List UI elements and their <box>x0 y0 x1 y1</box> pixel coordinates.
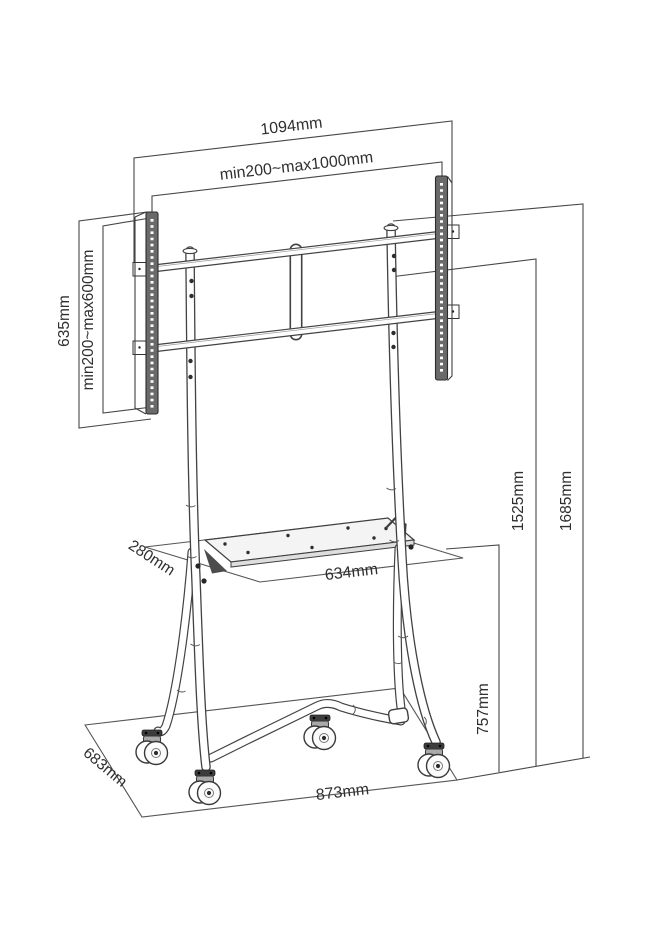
label-vesa-height: min200~max600mm <box>80 250 97 391</box>
base-junction-clamp <box>387 707 410 725</box>
label-base-depth: 683mm <box>80 744 131 790</box>
dim-baseline-ground <box>456 756 591 781</box>
base-reference-plane <box>84 687 458 818</box>
shelf-left-gusset <box>204 549 227 574</box>
shelf-mount-bolts <box>195 544 414 584</box>
casters <box>135 714 451 806</box>
dim-line-overall-height <box>392 203 584 758</box>
right-vesa-bracket <box>434 175 460 381</box>
label-shelf-width: 634mm <box>324 561 379 584</box>
label-mount-height: 1525mm <box>510 471 527 531</box>
left-vesa-bracket <box>132 211 159 415</box>
label-overall-width: 1094mm <box>260 115 324 139</box>
columns <box>176 223 441 772</box>
label-overall-height: 1685mm <box>558 471 575 531</box>
label-shelf-height: 757mm <box>475 683 492 735</box>
shelf <box>203 517 416 574</box>
caster-front-left <box>188 769 222 806</box>
caster-rear-right <box>303 714 337 751</box>
crossbar-assembly <box>132 175 460 415</box>
label-base-width: 873mm <box>315 781 370 804</box>
right-bracket-side-flange <box>447 176 453 381</box>
right-column-cap <box>383 224 399 232</box>
caster-front-right <box>417 742 451 779</box>
tube-joint-marks <box>176 487 427 727</box>
dim-line-bracket-height <box>78 211 152 429</box>
column-bolt-holes <box>188 253 397 380</box>
dim-line-shelf-height <box>445 544 500 772</box>
shelf-screw-holes <box>223 526 388 555</box>
label-bracket-height: 635mm <box>56 295 73 347</box>
dim-line-overall-width <box>133 120 453 262</box>
left-column-cap <box>182 247 198 255</box>
left-bracket-side-flange <box>134 211 147 415</box>
dim-line-vesa-width <box>151 161 443 214</box>
label-shelf-depth: 280mm <box>125 537 178 579</box>
shelf-front-edge <box>230 539 415 568</box>
dim-line-vesa-height <box>102 217 153 414</box>
